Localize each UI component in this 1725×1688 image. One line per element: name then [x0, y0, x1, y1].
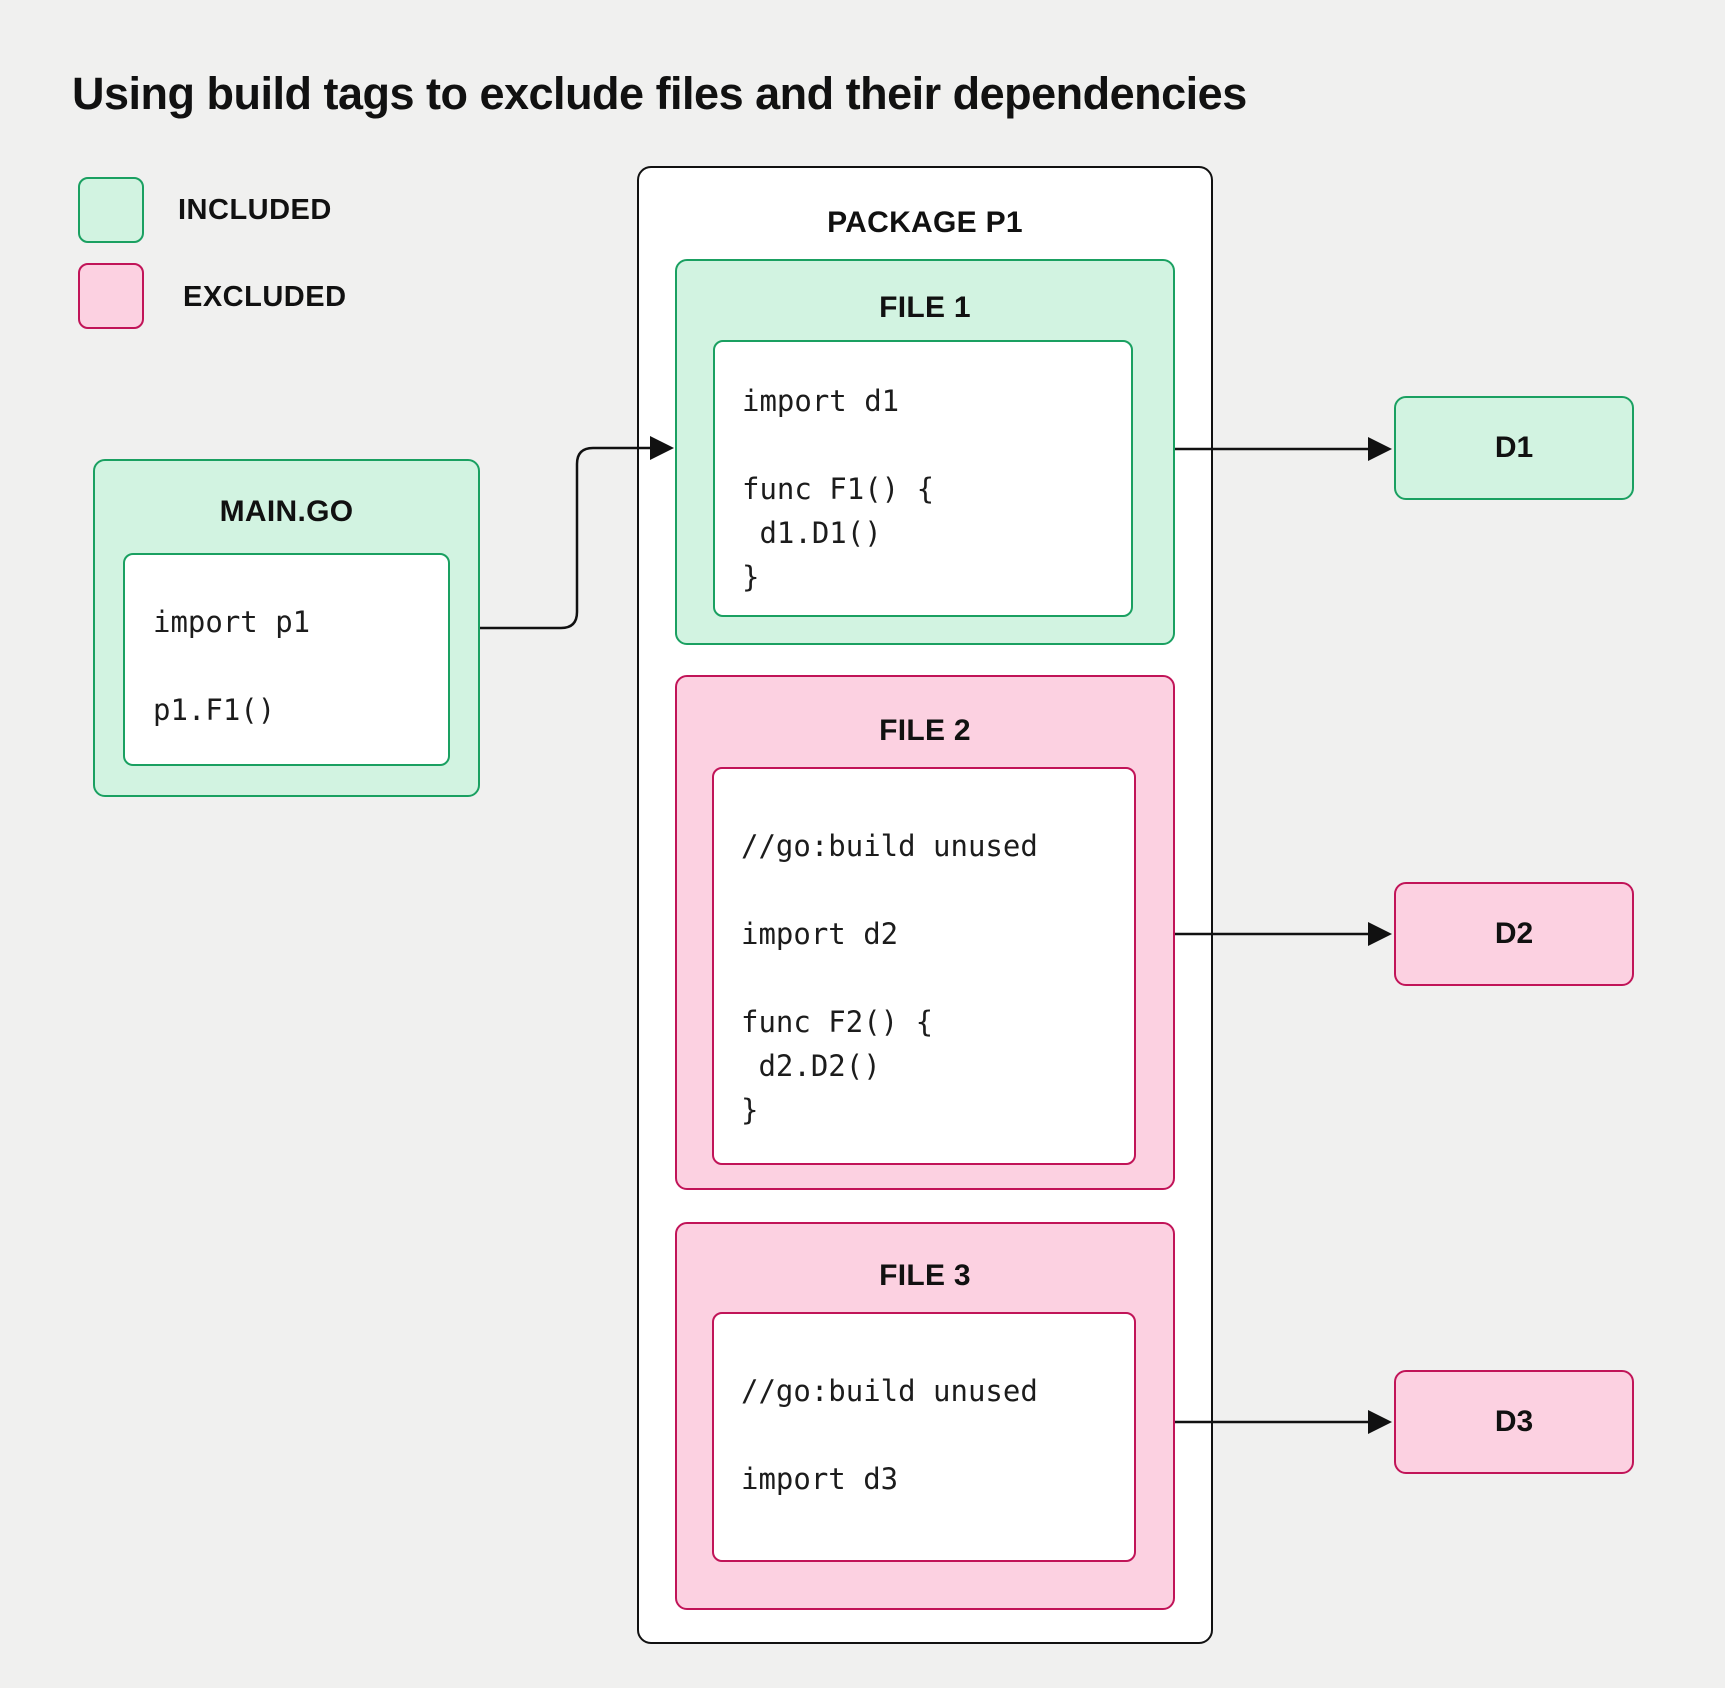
legend-included-swatch	[78, 177, 144, 243]
file3-title: FILE 3	[879, 1259, 971, 1292]
code-line	[742, 423, 1131, 467]
code-line: func F2() {	[741, 1005, 934, 1039]
code-line: import d2	[741, 917, 899, 951]
code-line	[741, 956, 1134, 1000]
dependency-d1-node: D1	[1394, 396, 1634, 500]
dependency-d3-label: D3	[1494, 1405, 1534, 1438]
file1-title: FILE 1	[879, 291, 971, 324]
page-title: Using build tags to exclude files and th…	[72, 68, 1247, 119]
legend-included-label: INCLUDED	[178, 194, 332, 226]
dependency-d1-label: D1	[1494, 431, 1534, 464]
legend-excluded-label: EXCLUDED	[183, 281, 347, 313]
file2-code-card: //go:build unused import d2 func F2() { …	[712, 767, 1136, 1165]
file3-code-card: //go:build unused import d3	[712, 1312, 1136, 1562]
code-line	[153, 644, 448, 688]
package-p1-title: PACKAGE P1	[827, 206, 1023, 239]
code-line: import d1	[742, 384, 900, 418]
code-line: import d3	[741, 1462, 899, 1496]
code-line: func F1() {	[742, 472, 935, 506]
file2-title: FILE 2	[879, 714, 971, 747]
code-line: d2.D2()	[741, 1049, 881, 1083]
code-line: import p1	[153, 605, 311, 639]
main-go-code-card: import p1 p1.F1()	[123, 553, 450, 766]
dependency-d2-label: D2	[1494, 917, 1534, 950]
code-line: }	[741, 1093, 759, 1127]
dependency-d3-node: D3	[1394, 1370, 1634, 1474]
code-line	[741, 868, 1134, 912]
file1-code-card: import d1 func F1() { d1.D1() }	[713, 340, 1133, 617]
code-line: p1.F1()	[153, 693, 276, 727]
main-go-title: MAIN.GO	[219, 495, 354, 528]
dependency-d2-node: D2	[1394, 882, 1634, 986]
code-line: }	[742, 560, 760, 594]
code-line: d1.D1()	[742, 516, 882, 550]
legend-excluded-swatch	[78, 263, 144, 329]
code-line: //go:build unused	[741, 1374, 1038, 1408]
code-line: //go:build unused	[741, 829, 1038, 863]
code-line	[741, 1413, 1134, 1457]
